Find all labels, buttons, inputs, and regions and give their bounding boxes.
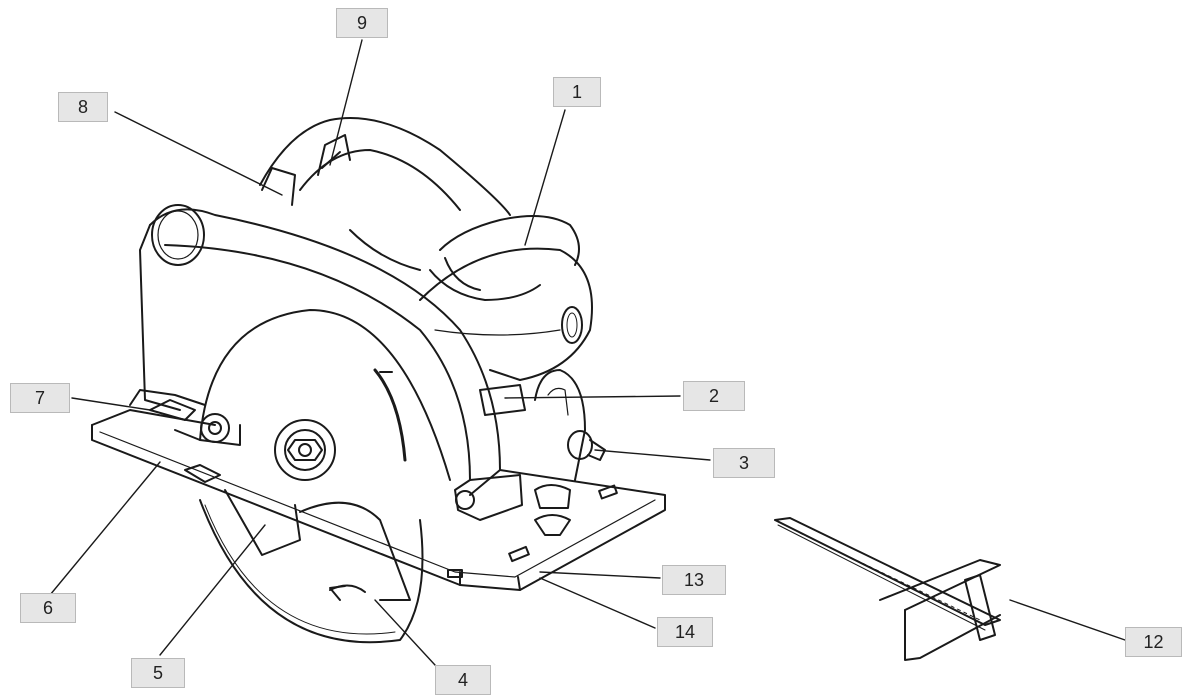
leader-7	[71, 397, 151, 411]
bevel-bracket	[479, 369, 606, 536]
depth-lever	[129, 389, 241, 446]
leader-2	[504, 395, 681, 399]
leader-5	[159, 524, 266, 656]
main-handle	[259, 117, 580, 301]
callout-5: 5	[131, 658, 185, 688]
callout-1: 1	[553, 77, 601, 107]
lower-blade-guard	[224, 489, 411, 601]
callout-4: 4	[435, 665, 491, 695]
leader-6	[49, 461, 161, 596]
callout-3: 3	[713, 448, 775, 478]
leader-lines	[49, 39, 1126, 666]
rip-fence	[774, 517, 1001, 661]
callout-13: 13	[662, 565, 726, 595]
motor-housing	[419, 247, 593, 381]
leader-3	[594, 449, 711, 461]
trigger-switch	[261, 134, 351, 206]
upper-blade-guard	[139, 204, 501, 496]
saw-blade	[199, 499, 424, 644]
base-plate	[91, 409, 666, 591]
callout-12: 12	[1125, 627, 1182, 657]
riving-bracket	[454, 474, 523, 521]
leader-9	[329, 39, 363, 166]
leader-12	[1009, 599, 1126, 641]
arbor-bolt	[274, 419, 336, 481]
leader-1	[524, 109, 566, 246]
callout-14: 14	[657, 617, 713, 647]
callout-8: 8	[58, 92, 108, 122]
leader-13	[539, 571, 661, 579]
callout-2: 2	[683, 381, 745, 411]
leader-8	[114, 111, 283, 196]
callout-6: 6	[20, 593, 76, 623]
callout-9: 9	[336, 8, 388, 38]
leader-4	[374, 599, 436, 666]
leader-14	[539, 577, 656, 629]
callout-7: 7	[10, 383, 70, 413]
